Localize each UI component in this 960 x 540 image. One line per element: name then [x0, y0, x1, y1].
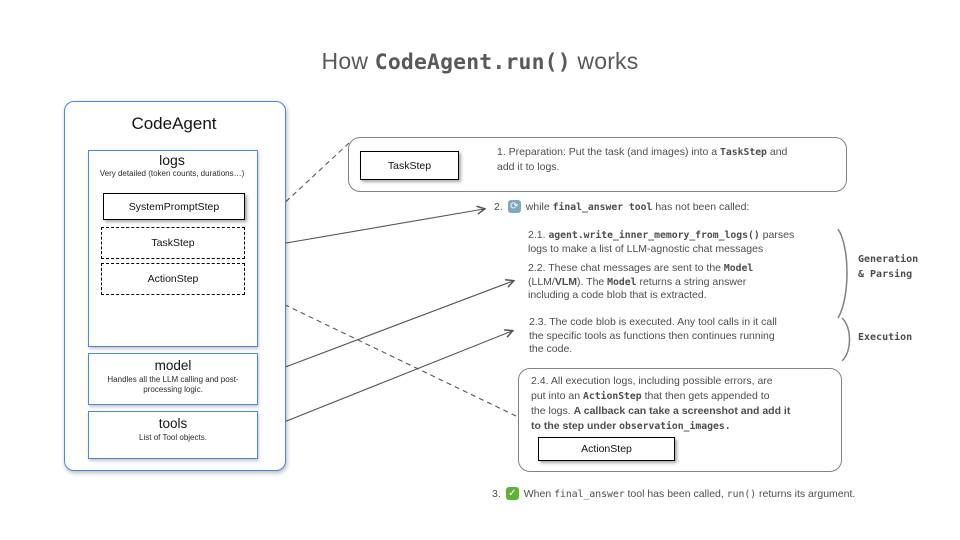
step2-text: while final_answer tool has not been cal…	[525, 200, 750, 213]
step24-actionstep-label: ActionStep	[581, 443, 632, 455]
logs-subtitle: Very detailed (token counts, durations…)	[99, 169, 245, 178]
arrow-logs-to-step2	[256, 209, 484, 249]
step1-taskstep-box: TaskStep	[360, 151, 459, 180]
step3-text: When final_answer tool has been called, …	[523, 487, 856, 500]
step21-text: 2.1. agent.write_inner_memory_from_logs(…	[528, 229, 795, 255]
logs-title: logs	[159, 152, 185, 168]
actionstep-log-box: ActionStep	[101, 263, 245, 295]
arrow-step24-to-actionstep	[250, 288, 517, 417]
step24-actionstep-box: ActionStep	[538, 437, 675, 461]
check-icon: ✓	[505, 487, 519, 500]
step2-number: 2.	[494, 200, 503, 213]
repeat-icon: ⟳	[507, 200, 521, 213]
step3-line: 3. ✓ When final_answer tool has been cal…	[492, 487, 855, 500]
tools-title: tools	[158, 416, 188, 431]
tools-box: tools List of Tool objects.	[88, 411, 258, 459]
model-title: model	[154, 358, 192, 373]
step3-number: 3.	[492, 487, 501, 500]
execution-label: Execution	[858, 332, 913, 343]
page-title: How CodeAgent.run() works	[321, 48, 639, 75]
generation-parsing-label: Generation & Parsing	[858, 252, 918, 282]
systemprompt-step-label: SystemPromptStep	[128, 200, 220, 213]
step2-line: 2. ⟳ while final_answer tool has not bee…	[494, 200, 749, 213]
step23-text: 2.3. The code blob is executed. Any tool…	[529, 316, 777, 355]
step1-taskstep-label: TaskStep	[387, 159, 432, 172]
step22-text: 2.2. These chat messages are sent to the…	[528, 262, 754, 301]
systemprompt-step-box: SystemPromptStep	[103, 193, 245, 220]
generation-label-line2: & Parsing	[858, 269, 913, 280]
codeagent-panel-title: CodeAgent	[131, 114, 217, 133]
taskstep-log-label: TaskStep	[151, 237, 195, 249]
arrow-tools-step23	[259, 331, 512, 432]
model-box: model Handles all the LLM calling and po…	[88, 353, 258, 405]
arrow-model-step22	[259, 281, 513, 377]
actionstep-log-label: ActionStep	[147, 273, 199, 285]
taskstep-log-box: TaskStep	[101, 227, 245, 259]
tools-subtitle: List of Tool objects.	[139, 433, 207, 442]
model-subtitle: Handles all the LLM calling and post-pro…	[107, 375, 239, 394]
generation-label-line1: Generation	[858, 254, 919, 265]
step24-text: 2.4. All execution logs, including possi…	[531, 375, 791, 432]
step1-text: 1. Preparation: Put the task (and images…	[497, 146, 788, 173]
